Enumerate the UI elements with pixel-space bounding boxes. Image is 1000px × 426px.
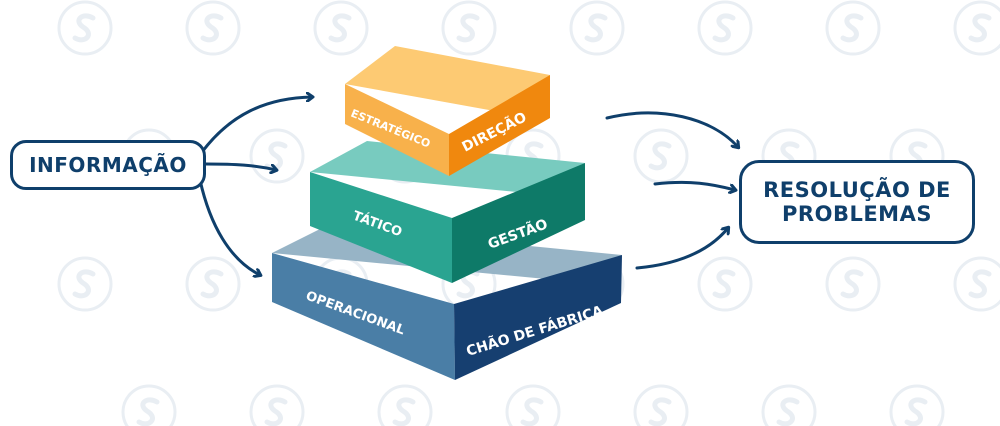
arrow-icon (204, 162, 276, 170)
resolucao-box: RESOLUÇÃO DE PROBLEMAS (739, 160, 975, 244)
watermark-logo-icon (185, 256, 241, 312)
informacao-label: INFORMAÇÃO (29, 152, 187, 177)
watermark-logo-icon (377, 384, 433, 426)
watermark-logo-icon (505, 384, 561, 426)
layer-top-top-face (345, 46, 550, 112)
watermark-logo-icon (441, 0, 497, 56)
layer-top-right-face (449, 75, 550, 176)
watermark-logo-icon (313, 0, 369, 56)
watermark-logo-icon (697, 0, 753, 56)
layer-bottom-left-face (272, 253, 455, 380)
arrow-icon (635, 228, 728, 270)
layer-bottom-right-face (454, 255, 622, 380)
arrows (198, 97, 738, 275)
layer-middle-left-face (310, 172, 452, 283)
watermark-logo-icon (633, 384, 689, 426)
watermark-logo-icon (697, 256, 753, 312)
layer-middle-right-face (452, 163, 585, 283)
watermark-logo-icon (889, 384, 945, 426)
watermark-logo-icon (121, 384, 177, 426)
arrow-icon (653, 180, 735, 190)
layer-top-left-face (345, 84, 449, 176)
arrow-icon (200, 97, 312, 154)
watermark-logo-icon (57, 256, 113, 312)
watermark-logo-icon (249, 384, 305, 426)
watermark-logo-icon (569, 0, 625, 56)
arrow-icon (605, 111, 738, 147)
watermark-logo-icon (953, 256, 1000, 312)
resolucao-line2: PROBLEMAS (782, 202, 932, 226)
watermark-logo-icon (57, 0, 113, 56)
resolucao-line1: RESOLUÇÃO DE (763, 177, 951, 202)
watermark-logo-icon (953, 0, 1000, 56)
informacao-box: INFORMAÇÃO (10, 140, 206, 190)
watermark-logo-icon (825, 0, 881, 56)
watermark-logo-icon (825, 256, 881, 312)
watermark-logo-icon (249, 128, 305, 184)
watermark-logo-icon (761, 384, 817, 426)
watermark-logo-icon (633, 128, 689, 184)
watermark-logo-icon (185, 0, 241, 56)
arrow-icon (198, 178, 260, 275)
